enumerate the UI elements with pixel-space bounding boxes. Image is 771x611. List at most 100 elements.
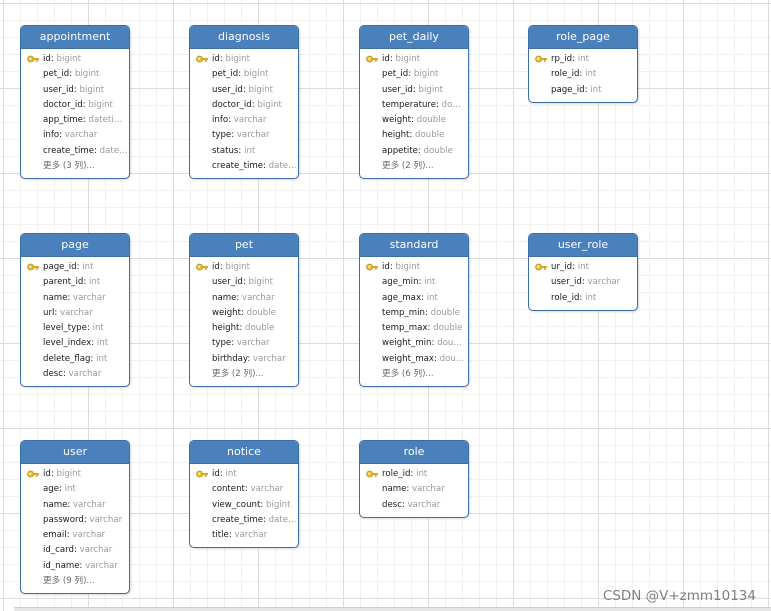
field-row[interactable]: url: varchar [21,306,129,321]
field-row[interactable]: id: int [190,467,298,482]
field-row[interactable]: birthday: varchar [190,352,298,367]
field-row[interactable]: level_type: int [21,321,129,336]
field-row[interactable]: appetite: double [360,144,468,159]
field-row[interactable]: type: varchar [190,336,298,351]
field-row[interactable]: rp_id: int [529,52,637,67]
field-row[interactable]: desc: varchar [360,498,468,513]
field-row[interactable]: temperature: do… [360,98,468,113]
field-type: int [225,469,237,479]
field-row[interactable]: name: varchar [21,498,129,513]
field-row[interactable]: doctor_id: bigint [21,98,129,113]
field-name: height [212,323,240,334]
field-row[interactable]: name: varchar [360,482,468,497]
field-row[interactable]: user_id: varchar [529,275,637,290]
field-row[interactable]: name: varchar [190,291,298,306]
field-row[interactable]: user_id: bigint [360,83,468,98]
more-columns-link[interactable]: 更多 (9 列)... [21,574,129,589]
field-type: varchar [236,338,270,349]
field-row[interactable]: role_id: int [529,67,637,82]
field-row[interactable]: password: varchar [21,513,129,528]
field-row[interactable]: email: varchar [21,528,129,543]
field-row[interactable]: user_id: bigint [190,275,298,290]
field-row[interactable]: content: varchar [190,482,298,497]
field-row[interactable]: id_card: varchar [21,543,129,558]
field-row[interactable]: pet_id: bigint [21,67,129,82]
field-row[interactable]: info: varchar [190,113,298,128]
field-row[interactable]: title: varchar [190,528,298,543]
field-type: bigint [56,469,81,479]
field-row[interactable]: age_max: int [360,291,468,306]
field-row[interactable]: age_min: int [360,275,468,290]
field-row[interactable]: id: bigint [360,52,468,67]
field-row[interactable]: weight: double [360,113,468,128]
field-row[interactable]: temp_min: double [360,306,468,321]
field-row[interactable]: create_time: date… [190,159,298,174]
field-row[interactable]: age: int [21,482,129,497]
field-name: id [43,469,51,479]
table-title: role_page [529,26,637,49]
field-name: desc [43,369,63,380]
field-row[interactable]: parent_id: int [21,275,129,290]
field-row[interactable]: height: double [190,321,298,336]
field-row[interactable]: level_index: int [21,336,129,351]
field-row[interactable]: create_time: date… [21,144,129,159]
field-row[interactable]: view_count: bigint [190,498,298,513]
field-row[interactable]: type: varchar [190,128,298,143]
field-name: type [212,130,232,141]
field-row[interactable]: doctor_id: bigint [190,98,298,113]
field-row[interactable]: name: varchar [21,291,129,306]
more-columns-link[interactable]: 更多 (3 列)... [21,159,129,174]
field-name: id [382,262,390,272]
field-row[interactable]: pet_id: bigint [360,67,468,82]
field-row[interactable]: page_id: int [21,260,129,275]
field-row[interactable]: id: bigint [21,52,129,67]
field-row[interactable]: role_id: int [360,467,468,482]
field-type: double [423,145,453,156]
field-row[interactable]: role_id: int [529,291,637,306]
field-type: varchar [85,560,118,571]
table-title: role [360,441,468,464]
field-row[interactable]: info: varchar [21,128,129,143]
field-row[interactable]: weight: double [190,306,298,321]
field-row[interactable]: height: double [360,128,468,143]
field-row[interactable]: user_id: bigint [190,83,298,98]
more-columns-link[interactable]: 更多 (6 列)... [360,367,468,382]
field-row[interactable]: id: bigint [360,260,468,275]
field-name: role_id [382,469,411,479]
field-row[interactable]: create_time: date… [190,513,298,528]
horizontal-scrollbar[interactable] [14,607,771,611]
field-row[interactable]: temp_max: double [360,321,468,336]
field-row[interactable]: status: int [190,144,298,159]
field-row[interactable]: ur_id: int [529,260,637,275]
field-row[interactable]: page_id: int [529,83,637,98]
field-row[interactable]: app_time: dateti… [21,113,129,128]
field-row[interactable]: id_name: varchar [21,559,129,574]
field-row[interactable]: weight_max: dou… [360,352,468,367]
more-columns-link[interactable]: 更多 (2 列)... [360,159,468,174]
field-name: age [43,484,60,495]
field-row[interactable]: pet_id: bigint [190,67,298,82]
field-row[interactable]: user_id: bigint [21,83,129,98]
more-columns-link[interactable]: 更多 (2 列)... [190,367,298,382]
field-row[interactable]: id: bigint [21,467,129,482]
field-row[interactable]: id: bigint [190,52,298,67]
field-row[interactable]: id: bigint [190,260,298,275]
field-row[interactable]: desc: varchar [21,367,129,382]
field-row[interactable]: weight_min: dou… [360,336,468,351]
field-row[interactable]: delete_flag: int [21,352,129,367]
field-type: varchar [79,545,113,556]
